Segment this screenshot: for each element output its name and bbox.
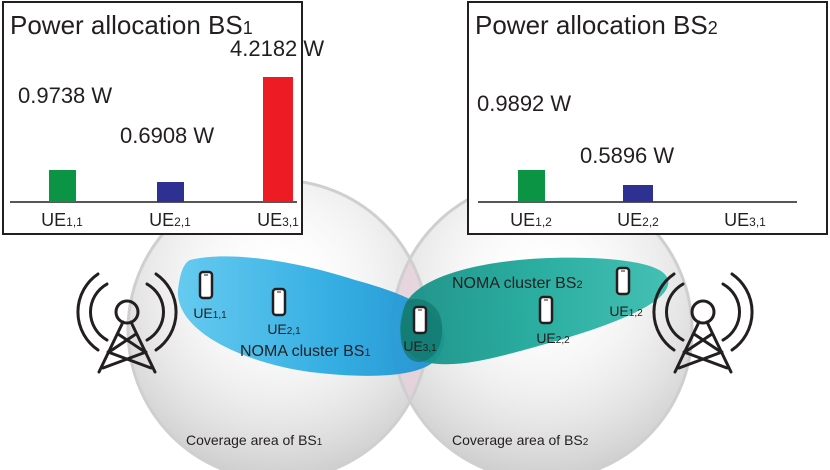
noma-cluster-bs1 (177, 256, 445, 376)
value-label: 0.9892 W (477, 91, 571, 116)
noma-cluster-bs2-label: NOMA cluster BS2 (452, 275, 583, 292)
power-bar-ue3-1 (263, 77, 293, 202)
ue-label-ue22: UE2,2 (536, 330, 570, 346)
ue-label-ue12: UE1,2 (609, 303, 643, 319)
phone-icon (271, 287, 287, 317)
power-allocation-panel-bs1: Power allocation BS1 0.9738 W UE1,1 0.6908… (2, 1, 324, 235)
phone-icon (198, 270, 214, 300)
ue-tick-label: UE2,1 (149, 210, 191, 230)
coverage-bs1-label: Coverage area of BS1 (186, 432, 323, 448)
bars-bs2: 0.9892 W UE1,2 0.5896 W UE2,2 UE3,1 (477, 91, 766, 230)
panel-title-bs2: Power allocation BS2 (475, 10, 718, 40)
panel-title-bs1: Power allocation BS1 (10, 10, 253, 40)
phone-icon (538, 295, 554, 325)
ue-tick-label: UE2,2 (617, 210, 659, 230)
power-allocation-panel-bs2: Power allocation BS2 0.9892 W UE1,2 0.5896… (467, 1, 828, 235)
value-label: 0.6908 W (120, 123, 214, 148)
ue-tick-label: UE3,1 (257, 210, 299, 230)
phone-icon (412, 305, 428, 335)
power-bar-ue1-2 (518, 170, 545, 202)
ue-tick-label: UE1,1 (41, 210, 83, 230)
value-label: 0.5896 W (580, 143, 674, 168)
base-station-bs1-icon (76, 272, 178, 374)
ue-label-ue11: UE1,1 (193, 305, 227, 321)
coverage-bs2-label: Coverage area of BS2 (452, 432, 589, 448)
power-bar-ue2-2 (623, 185, 653, 202)
ue-label-ue21: UE2,1 (267, 321, 301, 337)
power-bar-ue2-1 (157, 182, 184, 202)
base-station-bs2-icon (652, 272, 754, 374)
noma-cluster-bs2 (400, 257, 669, 365)
value-label: 0.9738 W (18, 83, 112, 108)
power-bar-ue1-1 (49, 170, 76, 202)
ue-tick-label: UE3,1 (724, 210, 766, 230)
noma-cluster-bs1-label: NOMA cluster BS1 (240, 343, 371, 360)
ue-label-ue31: UE3,1 (403, 338, 437, 354)
phone-icon (615, 266, 631, 296)
bars-bs1: 0.9738 W UE1,1 0.6908 W UE2,1 4.2182 W UE3,1 (18, 36, 324, 230)
ue-tick-label: UE1,2 (510, 210, 552, 230)
value-label: 4.2182 W (230, 36, 324, 61)
